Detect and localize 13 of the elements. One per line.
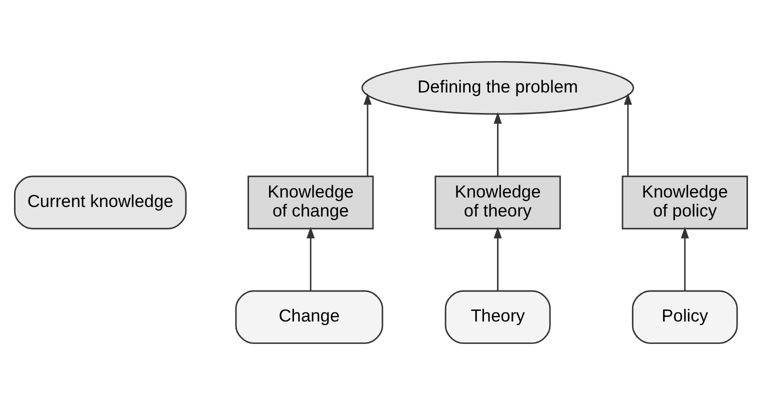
arrow bbox=[494, 112, 502, 176]
arrow bbox=[306, 226, 315, 291]
node-box: Knowledge of theory bbox=[434, 176, 561, 230]
node-box: Policy bbox=[632, 290, 738, 344]
arrow bbox=[364, 93, 372, 176]
arrow bbox=[624, 93, 632, 176]
node-box: Current knowledge bbox=[14, 176, 187, 230]
node-box: Knowledge of change bbox=[248, 176, 374, 230]
node-box: Theory bbox=[444, 290, 551, 344]
node-box: Change bbox=[235, 290, 384, 344]
node-box: Knowledge of policy bbox=[622, 176, 748, 230]
arrow bbox=[494, 226, 502, 291]
arrow bbox=[680, 226, 689, 291]
